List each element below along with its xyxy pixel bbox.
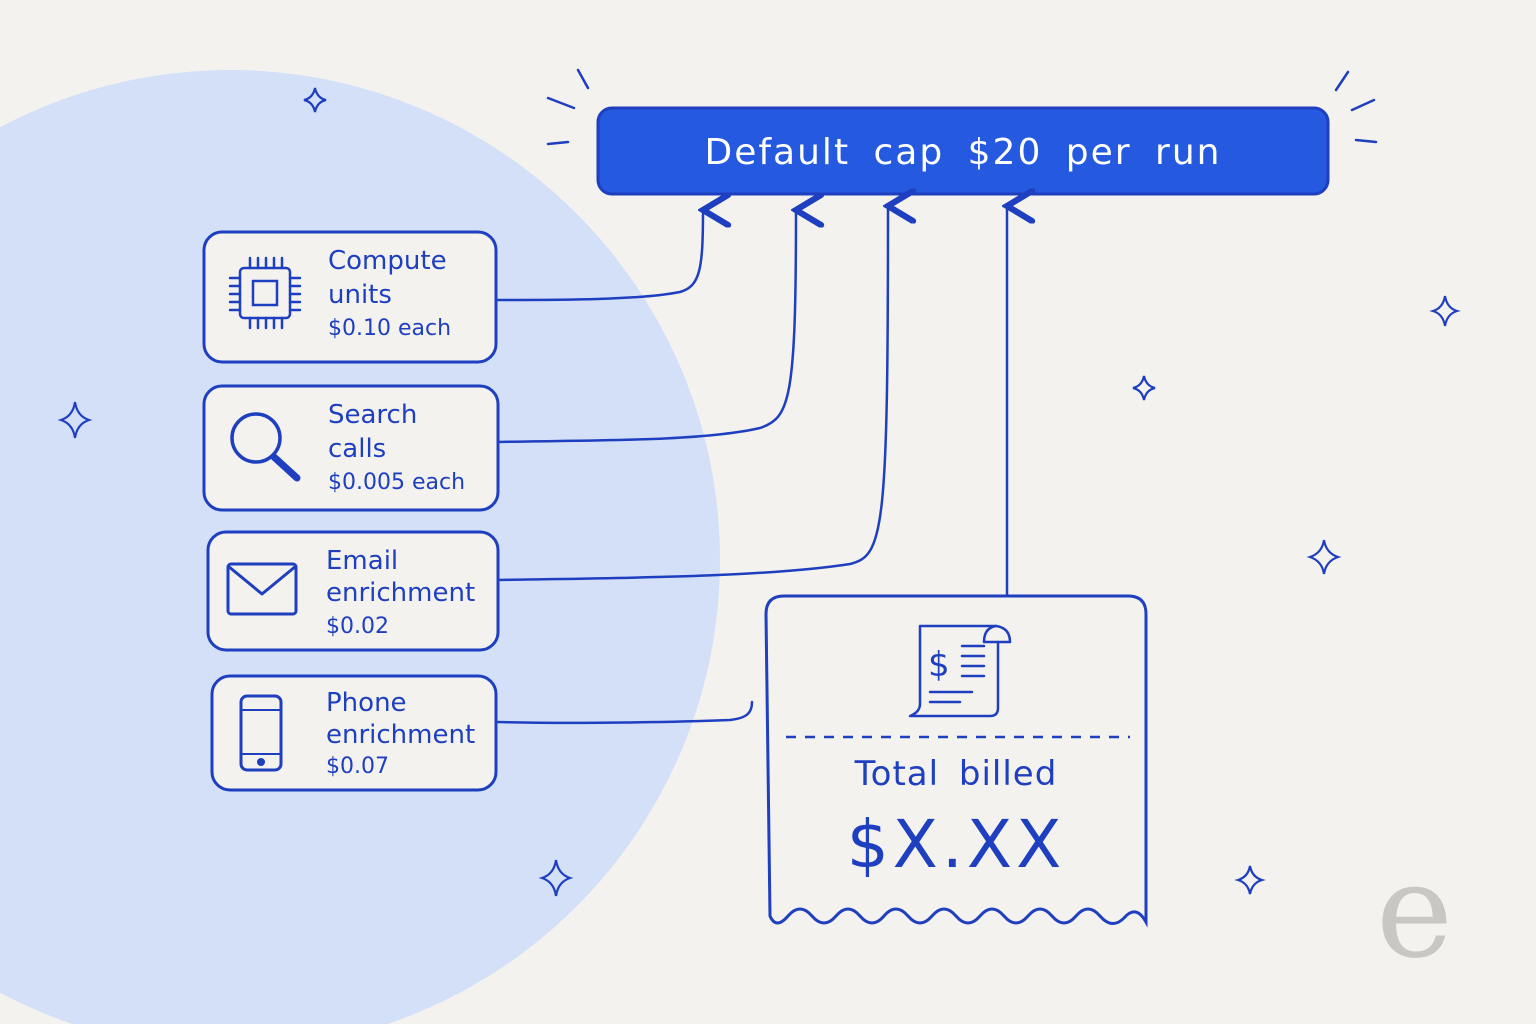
card-email <box>206 530 500 652</box>
card-compute-label-1: Compute <box>328 246 447 276</box>
svg-text:$: $ <box>928 645 950 685</box>
card-search-price: $0.005 each <box>328 470 466 495</box>
banner-emphasis-marks <box>546 68 1378 146</box>
card-search-label-1: Search <box>328 400 418 430</box>
sparkle-icon <box>1132 375 1156 401</box>
watermark-logo: e <box>1376 835 1453 987</box>
card-phone-label-2: enrichment <box>326 720 476 750</box>
connector-email <box>496 206 888 582</box>
connector-search <box>496 210 796 444</box>
sparkle-icon <box>303 87 327 113</box>
sparkle-icon <box>57 401 93 439</box>
sparkle-icon <box>1429 295 1461 327</box>
card-phone-label-1: Phone <box>326 688 407 718</box>
receipt-box <box>764 594 1148 928</box>
card-email-label-2: enrichment <box>326 578 476 608</box>
cost-cards <box>202 230 500 792</box>
connectors <box>494 206 1007 725</box>
total-billed-label: Total billed <box>854 754 1058 794</box>
receipt-icon: $ <box>908 624 1012 718</box>
card-compute <box>202 230 498 364</box>
magnifier-icon <box>230 412 301 482</box>
connector-phone <box>496 700 754 725</box>
card-search <box>202 384 500 512</box>
sparkle-icon <box>1234 865 1266 895</box>
envelope-icon <box>226 562 298 616</box>
sparkles <box>57 87 1461 897</box>
chip-icon <box>228 256 302 330</box>
phone-icon <box>239 694 283 772</box>
cap-banner-label: Default cap $20 per run <box>704 131 1222 173</box>
card-search-label-2: calls <box>328 434 387 464</box>
sparkle-icon <box>1306 539 1342 575</box>
card-email-label-1: Email <box>326 546 399 576</box>
sparkle-icon <box>538 859 574 897</box>
card-compute-price: $0.10 each <box>328 316 452 341</box>
card-compute-label-2: units <box>328 280 392 310</box>
total-billed-value: $X.XX <box>846 806 1066 883</box>
cap-banner <box>596 106 1330 196</box>
card-phone <box>210 674 498 792</box>
card-email-price: $0.02 <box>326 614 389 639</box>
card-phone-price: $0.07 <box>326 754 389 779</box>
connector-compute <box>494 210 703 302</box>
